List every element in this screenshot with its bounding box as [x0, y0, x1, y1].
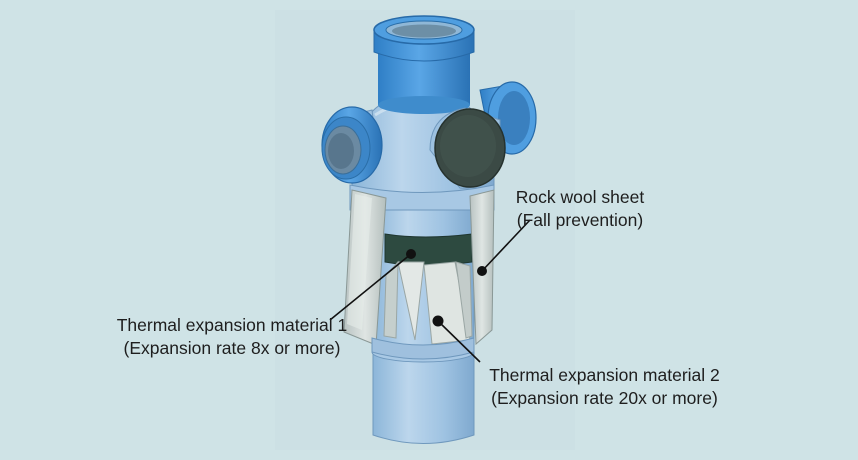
rock-wool-label: Rock wool sheet (Fall prevention) [495, 186, 665, 232]
front-cap [429, 107, 506, 189]
leader-material2 [432, 315, 481, 363]
material1-label: Thermal expansion material 1 (Expansion … [92, 314, 372, 360]
material1-label-line1: Thermal expansion material 1 [116, 315, 348, 335]
top-socket [373, 15, 475, 114]
rock-wool-label-line2: (Fall prevention) [516, 210, 644, 230]
leader-material1 [329, 249, 416, 321]
left-socket [321, 106, 383, 184]
material2-label-line1: Thermal expansion material 2 [489, 365, 720, 385]
marker-rock-wool [477, 266, 487, 276]
material2-label: Thermal expansion material 2 (Expansion … [462, 364, 747, 410]
fire-protection-sleeve [343, 184, 495, 360]
leader-rock-wool [477, 219, 531, 276]
material2-label-line2: (Expansion rate 20x or more) [491, 388, 718, 408]
marker-material1 [406, 249, 416, 259]
marker-material2 [432, 315, 444, 327]
material1-label-line2: (Expansion rate 8x or more) [123, 338, 341, 358]
rock-wool-label-line1: Rock wool sheet [515, 187, 645, 207]
